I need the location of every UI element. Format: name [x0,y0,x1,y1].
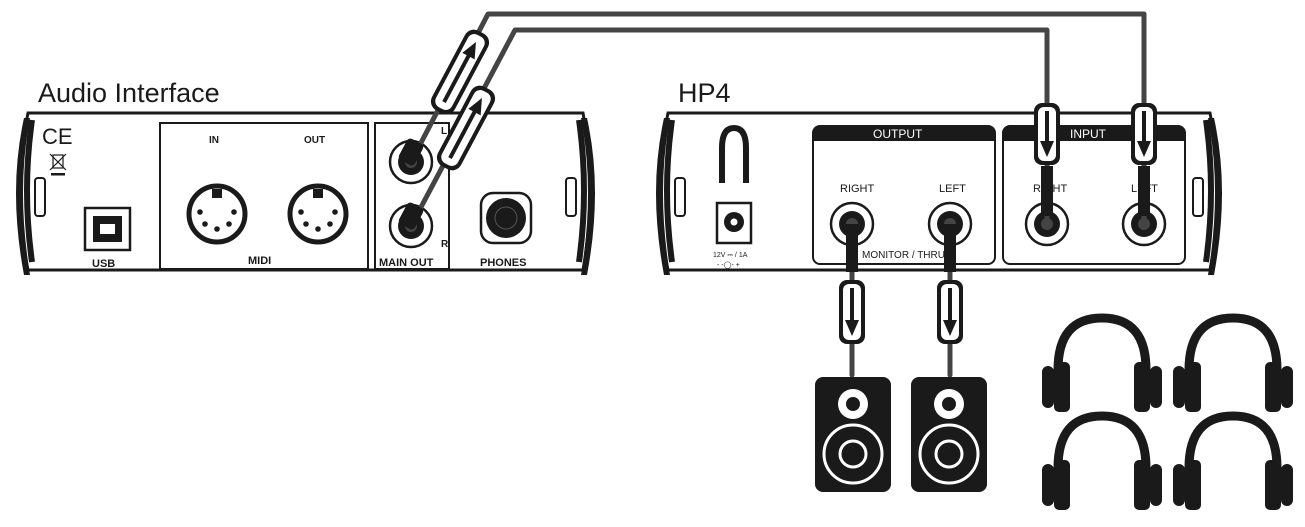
cable-arrow-icon [436,85,496,171]
cable-arrow-icon [937,280,963,344]
ce-mark-text: CE [42,124,73,149]
cable-arrow-icon [1034,103,1060,165]
input-label: INPUT [1070,127,1107,141]
headphones-icon [1042,416,1162,510]
cable-arrow-icon [430,29,490,115]
audio-interface-title: Audio Interface [38,78,220,108]
midi-label: MIDI [248,255,271,267]
headphones-icon [1173,416,1293,510]
power-rating-label: 12V ⎓ / 1A [713,252,748,259]
usb-label: USB [92,258,115,270]
cable-arrows [398,29,1157,344]
monitor-thru-label: MONITOR / THRU [862,250,945,261]
phones-jack-icon [479,191,533,245]
main-out-left-marker: L [441,126,447,137]
output-label: OUTPUT [873,127,923,141]
headphones-icon [1042,318,1162,412]
usb-port-icon [83,206,132,252]
weee-bin-icon [49,153,67,176]
main-out-label: MAIN OUT [379,257,434,269]
midi-in-port-icon [186,183,248,245]
ce-mark-icon: CE [42,124,73,149]
midi-out-port-icon [287,183,349,245]
midi-out-label: OUT [304,135,325,146]
hp4-title: HP4 [678,78,731,108]
power-polarity-label: - -◯- + [717,261,740,269]
phones-label: PHONES [480,257,526,269]
midi-section: IN OUT MIDI [159,122,369,270]
speaker-icon [911,377,987,492]
midi-in-label: IN [209,135,219,146]
speaker-icon [815,377,891,492]
cable-arrow-icon [1131,103,1157,165]
headphones-icon [1173,318,1293,412]
cable-arrow-icon [839,280,865,344]
hp4-chassis [656,111,1222,275]
output-right-label: RIGHT [840,183,875,195]
main-out-right-marker: R [441,239,449,250]
cable-hook-icon [719,124,749,183]
power-jack-icon [715,201,753,245]
output-left-label: LEFT [939,183,966,195]
audio-interface: Audio Interface CE USB [16,78,595,275]
